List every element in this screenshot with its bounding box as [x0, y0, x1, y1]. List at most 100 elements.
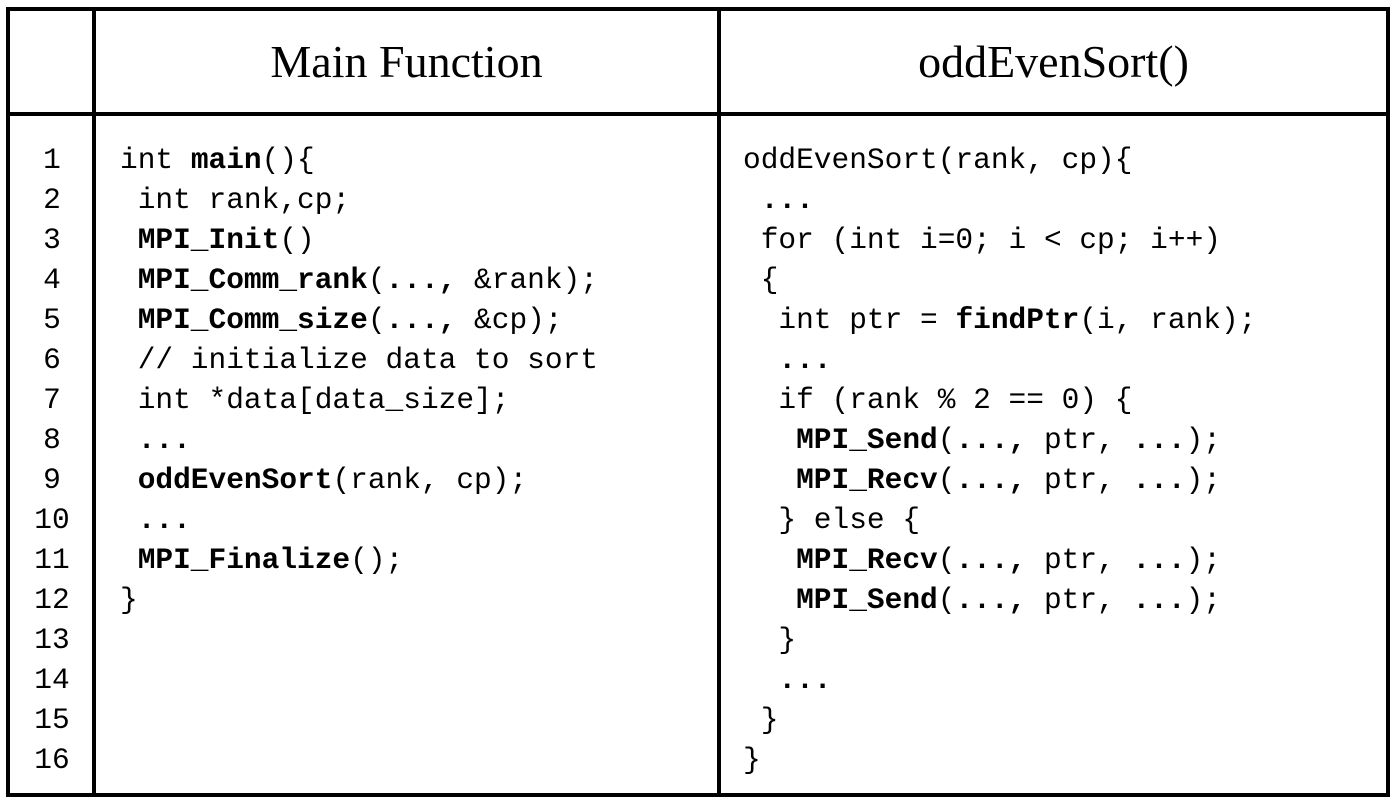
code-token: [120, 263, 138, 297]
code-token: (: [367, 263, 386, 297]
code-token-bold: ...: [743, 343, 832, 377]
code-token: );: [1185, 543, 1221, 577]
code-token: [120, 223, 138, 257]
code-token-bold: main: [190, 143, 262, 177]
code-line: ...: [120, 500, 598, 540]
code-token: ();: [350, 543, 404, 577]
code-token-bold: ...,: [385, 303, 457, 337]
code-token: oddEvenSort(rank, cp){: [743, 143, 1133, 177]
line-number: 2: [43, 183, 61, 217]
column-divider-right: [717, 11, 721, 793]
code-token: int ptr =: [743, 303, 956, 337]
code-token-bold: MPI_Send: [796, 423, 938, 457]
code-line: oddEvenSort(rank, cp){: [743, 140, 1256, 180]
code-line: }: [743, 700, 1256, 740]
code-token-bold: ...: [743, 663, 832, 697]
code-token: (){: [261, 143, 315, 177]
code-line: MPI_Send(..., ptr, ...);: [743, 420, 1256, 460]
code-token: (: [937, 543, 956, 577]
code-line: int ptr = findPtr(i, rank);: [743, 300, 1256, 340]
code-token: }: [743, 703, 779, 737]
code-token-bold: MPI_Recv: [796, 543, 938, 577]
code-token: (: [937, 463, 956, 497]
code-token: }: [120, 583, 138, 617]
code-token: (i, rank);: [1079, 303, 1257, 337]
code-line: MPI_Init(): [120, 220, 598, 260]
code-token-bold: ...,: [955, 463, 1027, 497]
code-token-bold: ...: [1132, 423, 1186, 457]
code-token-bold: ...: [1132, 583, 1186, 617]
code-token: );: [1185, 463, 1221, 497]
code-token: [120, 543, 138, 577]
code-token: [743, 583, 796, 617]
code-token-bold: MPI_Recv: [796, 463, 938, 497]
code-token: int *data[data_size];: [120, 383, 510, 417]
code-token-bold: ...: [120, 503, 191, 537]
code-token: (: [937, 423, 956, 457]
code-line: int rank,cp;: [120, 180, 598, 220]
code-token-bold: ...: [1132, 463, 1186, 497]
code-token: [120, 303, 138, 337]
column-divider-left: [92, 11, 96, 793]
code-token: (rank, cp);: [332, 463, 528, 497]
code-token: [120, 463, 138, 497]
line-number: 15: [34, 703, 70, 737]
code-token-bold: ...,: [955, 543, 1027, 577]
code-token: } else {: [743, 503, 921, 537]
code-token-bold: MPI_Init: [137, 223, 280, 257]
code-token: (: [937, 583, 956, 617]
code-token: [743, 543, 796, 577]
code-line: } else {: [743, 500, 1256, 540]
code-token: &rank);: [456, 263, 598, 297]
code-line: }: [120, 580, 598, 620]
code-token: ptr,: [1026, 583, 1133, 617]
code-line: int main(){: [120, 140, 598, 180]
code-line: }: [743, 620, 1256, 660]
code-line: int *data[data_size];: [120, 380, 598, 420]
code-line: for (int i=0; i < cp; i++): [743, 220, 1256, 260]
code-token: ptr,: [1026, 463, 1133, 497]
line-number: 16: [34, 743, 70, 777]
code-token: int rank,cp;: [120, 183, 351, 217]
code-token: );: [1185, 583, 1221, 617]
code-token-bold: ...,: [385, 263, 457, 297]
line-number: 3: [43, 223, 61, 257]
code-line: ...: [743, 340, 1256, 380]
code-line: ...: [743, 180, 1256, 220]
line-number: 5: [43, 303, 61, 337]
code-line: ...: [743, 660, 1256, 700]
code-token: {: [743, 263, 779, 297]
code-token: for (int i=0; i < cp; i++): [743, 223, 1221, 257]
code-token: }: [743, 743, 761, 777]
header-divider: [10, 112, 1386, 116]
line-number: 10: [34, 503, 70, 537]
code-token: [743, 423, 796, 457]
main-function-code: int main(){ int rank,cp; MPI_Init() MPI_…: [120, 140, 598, 620]
code-token: (): [279, 223, 315, 257]
odd-even-sort-header: oddEvenSort(): [918, 36, 1189, 87]
code-token: // initialize data to sort: [120, 343, 598, 377]
code-token: ptr,: [1026, 543, 1133, 577]
code-token: if (rank % 2 == 0) {: [743, 383, 1133, 417]
line-number: 12: [34, 583, 70, 617]
code-token: [743, 463, 796, 497]
code-line: MPI_Comm_rank(..., &rank);: [120, 260, 598, 300]
code-token-bold: MPI_Send: [796, 583, 938, 617]
line-number: 6: [43, 343, 61, 377]
code-token-bold: MPI_Finalize: [137, 543, 351, 577]
line-number: 11: [34, 543, 70, 577]
code-line: if (rank % 2 == 0) {: [743, 380, 1256, 420]
code-token: (: [367, 303, 386, 337]
code-token-bold: ...,: [955, 583, 1027, 617]
code-line: // initialize data to sort: [120, 340, 598, 380]
code-token: );: [1185, 423, 1221, 457]
code-line: {: [743, 260, 1256, 300]
code-token-bold: ...: [743, 183, 814, 217]
code-line: MPI_Recv(..., ptr, ...);: [743, 460, 1256, 500]
code-token: &cp);: [456, 303, 563, 337]
line-number: 8: [43, 423, 61, 457]
line-number: 13: [34, 623, 70, 657]
code-line: }: [743, 740, 1256, 780]
code-line: MPI_Finalize();: [120, 540, 598, 580]
